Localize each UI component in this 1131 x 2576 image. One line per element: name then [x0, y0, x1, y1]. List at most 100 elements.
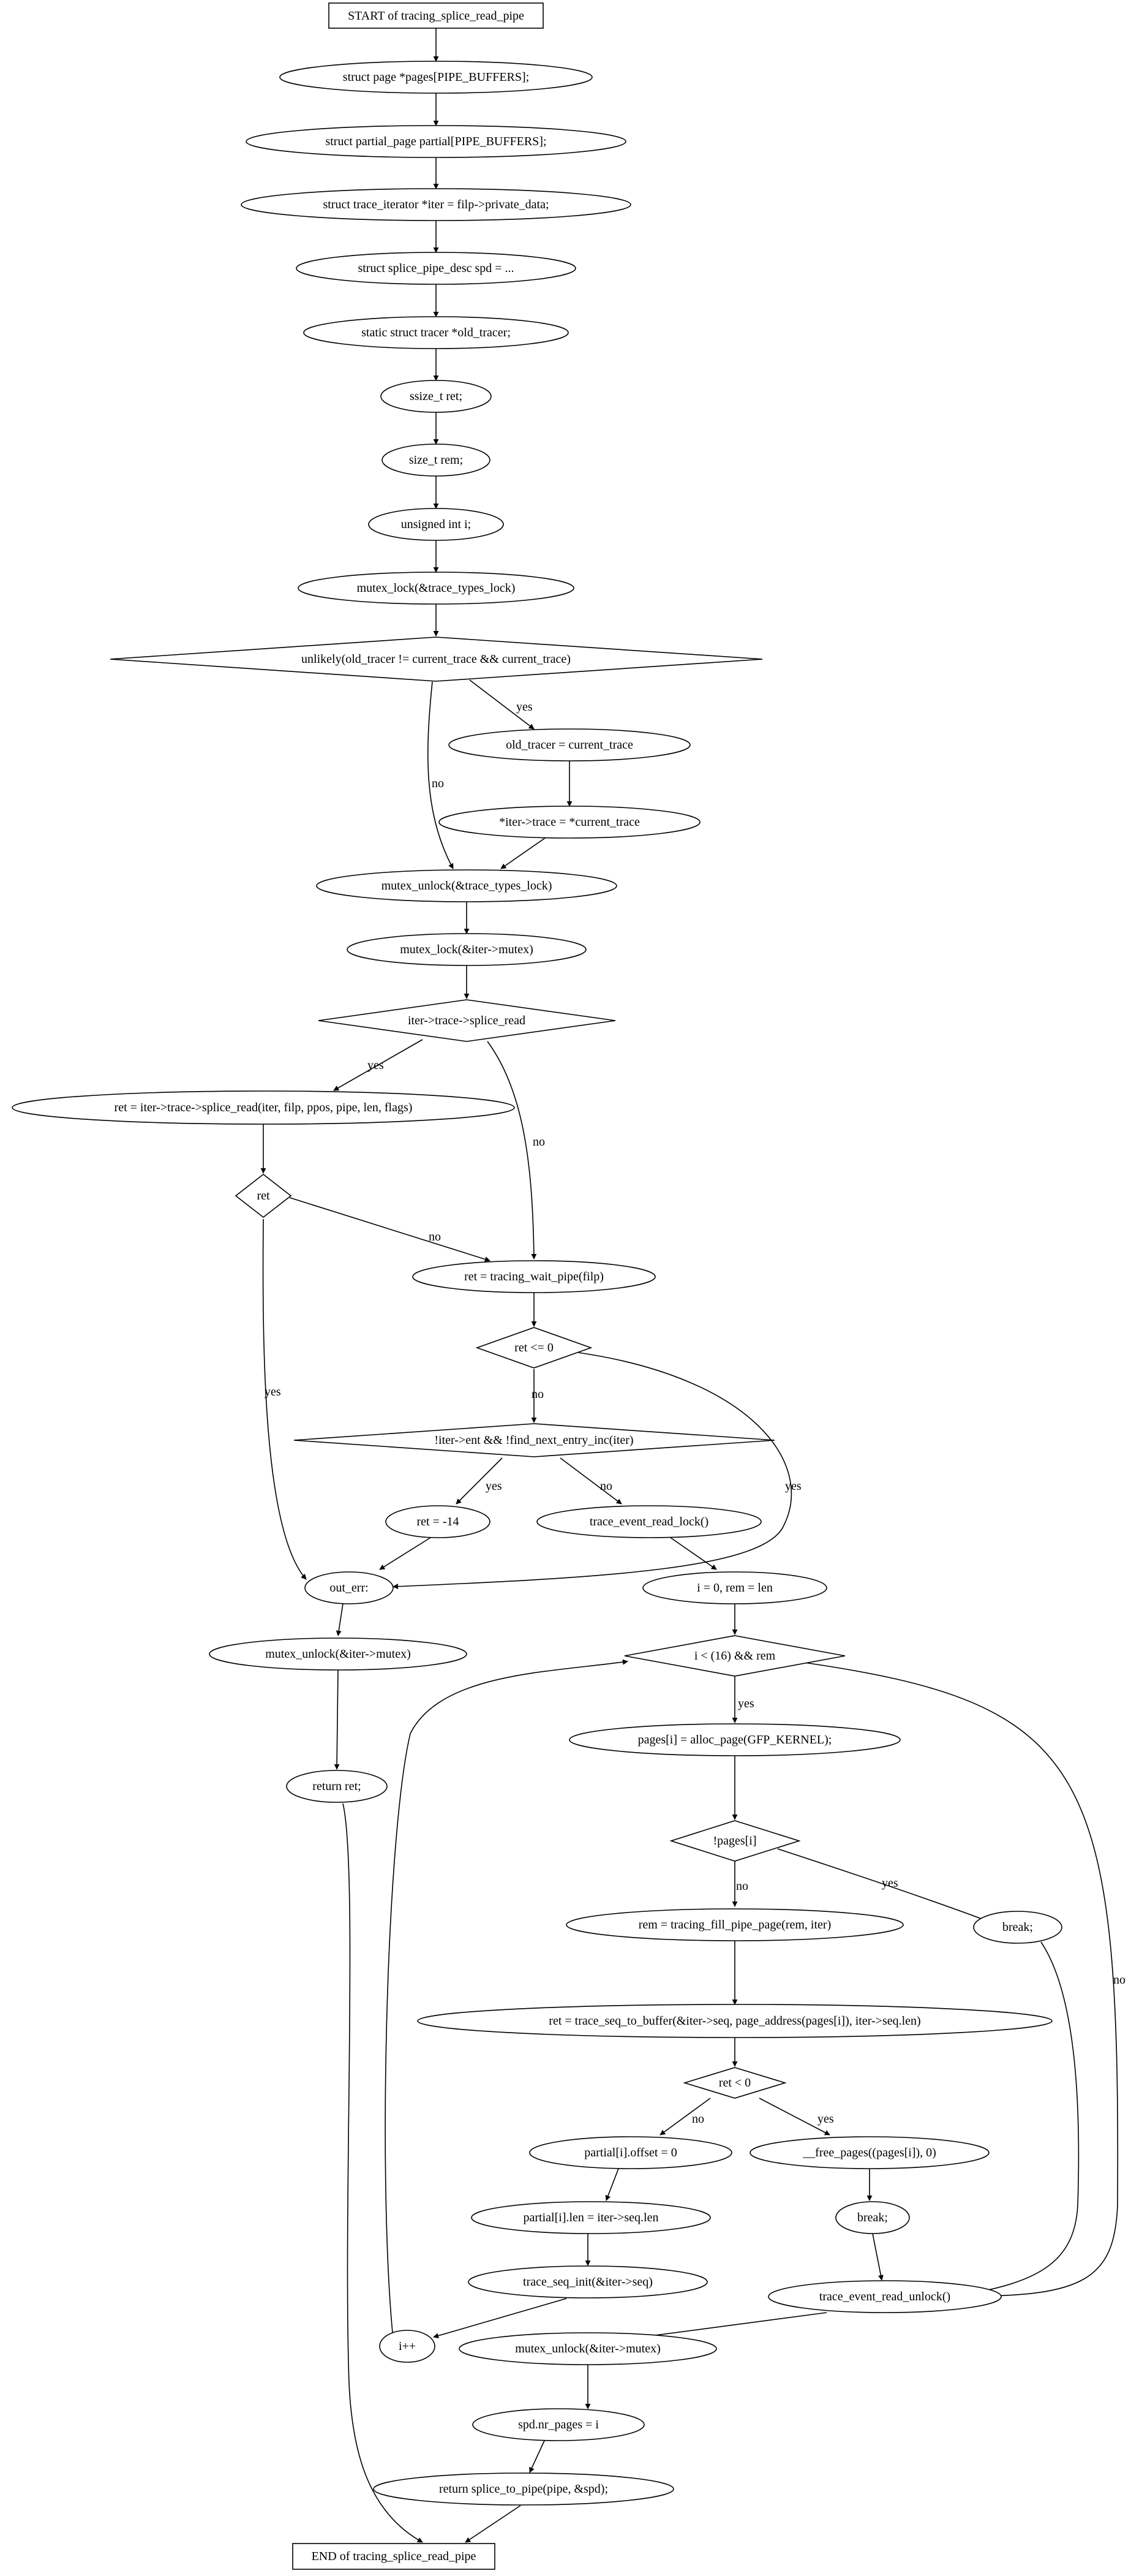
label-pages-no: no	[736, 1879, 748, 1893]
node-loop-cond-label: i < (16) && rem	[694, 1649, 776, 1663]
node-partial-label: struct partial_page partial[PIPE_BUFFERS…	[325, 135, 546, 148]
node-i-inc-label: i++	[399, 2340, 416, 2353]
node-rem-decl: size_t rem;	[381, 444, 490, 477]
node-ret-wait: ret = tracing_wait_pipe(filp)	[412, 1260, 656, 1293]
node-loop-cond: i < (16) && rem	[624, 1635, 846, 1677]
node-mutex-lock-types-label: mutex_lock(&trace_types_lock)	[357, 581, 516, 595]
node-break1: break;	[973, 1911, 1062, 1944]
edge-neg14-outerr	[379, 1537, 431, 1570]
node-i-decl: unsigned int i;	[368, 508, 504, 541]
node-break1-label: break;	[1002, 1921, 1033, 1934]
edge-offset-len	[605, 2168, 619, 2201]
node-alloc: pages[i] = alloc_page(GFP_KERNEL);	[569, 1723, 901, 1756]
label-splice-yes: yes	[367, 1059, 384, 1072]
label-loop-yes: yes	[738, 1697, 754, 1710]
node-ret-le0-label: ret <= 0	[514, 1341, 554, 1354]
node-old-tracer: static struct tracer *old_tracer;	[303, 316, 569, 349]
node-unlikely: unlikely(old_tracer != current_trace && …	[110, 636, 763, 682]
node-ret-cond: ret	[235, 1173, 292, 1218]
node-start: START of tracing_splice_read_pipe	[328, 2, 544, 29]
edges	[260, 28, 1119, 2543]
node-rem-fill-label: rem = tracing_fill_pipe_page(rem, iter)	[639, 1918, 831, 1932]
node-splice-read-cond: iter->trace->splice_read	[318, 999, 616, 1042]
node-ret-seq: ret = trace_seq_to_buffer(&iter->seq, pa…	[417, 2004, 1053, 2038]
label-lt0-yes: yes	[817, 2112, 834, 2126]
edge-lt0-no	[659, 2098, 711, 2136]
edge-unlikely-yes	[469, 679, 535, 730]
node-return-splice-label: return splice_to_pipe(pipe, &spd);	[439, 2482, 608, 2496]
node-out-err-label: out_err:	[329, 1581, 368, 1595]
edge-loop-no	[795, 1661, 1119, 2299]
node-iter: struct trace_iterator *iter = filp->priv…	[241, 188, 631, 221]
edge-splice-yes	[333, 1039, 423, 1091]
node-not-pages: !pages[i]	[669, 1820, 801, 1862]
edge-lt0-yes	[759, 2098, 830, 2136]
node-mutex-unlock-types-label: mutex_unlock(&trace_types_lock)	[381, 879, 552, 893]
node-i0-label: i = 0, rem = len	[697, 1581, 773, 1595]
edge-return-end	[342, 1803, 423, 2543]
edge-itertrace-unlock	[500, 837, 546, 869]
node-ret-splice-label: ret = iter->trace->splice_read(iter, fil…	[115, 1101, 413, 1114]
node-not-pages-label: !pages[i]	[713, 1834, 756, 1848]
node-partial: struct partial_page partial[PIPE_BUFFERS…	[246, 125, 626, 158]
edge-seqinit-iinc	[433, 2298, 567, 2339]
edge-ent-yes	[456, 1457, 503, 1505]
node-ret-lt0-label: ret < 0	[719, 2076, 751, 2090]
edge-returnsplice-end	[465, 2505, 521, 2543]
label-loop-no: no	[1113, 1973, 1125, 1987]
node-i0: i = 0, rem = len	[642, 1571, 827, 1604]
label-pages-yes: yes	[882, 1876, 898, 1890]
node-read-unlock: trace_event_read_unlock()	[768, 2280, 1002, 2313]
node-iter-trace: *iter->trace = *current_trace	[438, 806, 701, 839]
edge-le0-yes	[393, 1352, 792, 1590]
edge-nrpages-return	[529, 2439, 546, 2473]
node-seq-init: trace_seq_init(&iter->seq)	[468, 2265, 708, 2298]
label-le0-no: no	[532, 1388, 544, 1401]
edge-ret-yes	[262, 1218, 307, 1580]
edge-iinc-loop	[385, 1659, 628, 2356]
node-mutex-unlock-iter1-label: mutex_unlock(&iter->mutex)	[265, 1647, 410, 1661]
node-free-pages: __free_pages((pages[i]), 0)	[750, 2136, 990, 2169]
node-ret-decl-label: ssize_t ret;	[410, 390, 462, 403]
edge-unlockiter-return	[334, 1669, 340, 1770]
node-pages-label: struct page *pages[PIPE_BUFFERS];	[343, 70, 529, 84]
edge-outerr-unlockiter	[336, 1603, 344, 1636]
node-ret-splice: ret = iter->trace->splice_read(iter, fil…	[12, 1090, 515, 1125]
node-seq-init-label: trace_seq_init(&iter->seq)	[523, 2275, 653, 2289]
node-rem-fill: rem = tracing_fill_pipe_page(rem, iter)	[566, 1908, 904, 1941]
node-partial-len-label: partial[i].len = iter->seq.len	[524, 2211, 659, 2224]
label-splice-no: no	[533, 1135, 545, 1149]
node-end-label: END of tracing_splice_read_pipe	[312, 2550, 476, 2563]
node-read-unlock-label: trace_event_read_unlock()	[819, 2290, 950, 2303]
node-partial-offset: partial[i].offset = 0	[529, 2136, 732, 2169]
edge-break1-readunlock	[962, 1941, 1080, 2297]
node-return-ret: return ret;	[286, 1770, 388, 1803]
node-break2: break;	[835, 2201, 910, 2234]
edge-unlikely-no	[427, 681, 454, 869]
node-spd: struct splice_pipe_desc spd = ...	[296, 252, 576, 285]
node-read-lock: trace_event_read_lock()	[536, 1505, 762, 1538]
node-ret-neg14: ret = -14	[385, 1505, 490, 1538]
node-mutex-lock-types: mutex_lock(&trace_types_lock)	[298, 572, 574, 605]
node-iter-ent: !iter->ent && !find_next_entry_inc(iter)	[293, 1423, 775, 1457]
node-ret-decl: ssize_t ret;	[380, 380, 492, 413]
node-partial-offset-label: partial[i].offset = 0	[584, 2146, 677, 2159]
edge-readlock-i0	[670, 1537, 717, 1570]
node-return-splice: return splice_to_pipe(pipe, &spd);	[373, 2472, 674, 2506]
label-ret-no: no	[429, 1230, 441, 1244]
label-unlikely-no: no	[432, 777, 444, 790]
node-ret-cond-label: ret	[257, 1189, 270, 1203]
node-end: END of tracing_splice_read_pipe	[292, 2543, 495, 2570]
node-mutex-lock-iter: mutex_lock(&iter->mutex)	[347, 933, 587, 966]
node-mutex-unlock-types: mutex_unlock(&trace_types_lock)	[316, 869, 617, 902]
label-ent-no: no	[600, 1479, 612, 1493]
label-le0-yes: yes	[785, 1479, 802, 1493]
node-start-label: START of tracing_splice_read_pipe	[348, 9, 524, 23]
node-break2-label: break;	[857, 2211, 888, 2224]
node-pages: struct page *pages[PIPE_BUFFERS];	[279, 61, 593, 94]
node-mutex-lock-iter-label: mutex_lock(&iter->mutex)	[400, 943, 533, 956]
node-iter-ent-label: !iter->ent && !find_next_entry_inc(iter)	[434, 1433, 633, 1447]
nodes: START of tracing_splice_read_pipe struct…	[12, 2, 1062, 2570]
node-alloc-label: pages[i] = alloc_page(GFP_KERNEL);	[638, 1733, 832, 1747]
